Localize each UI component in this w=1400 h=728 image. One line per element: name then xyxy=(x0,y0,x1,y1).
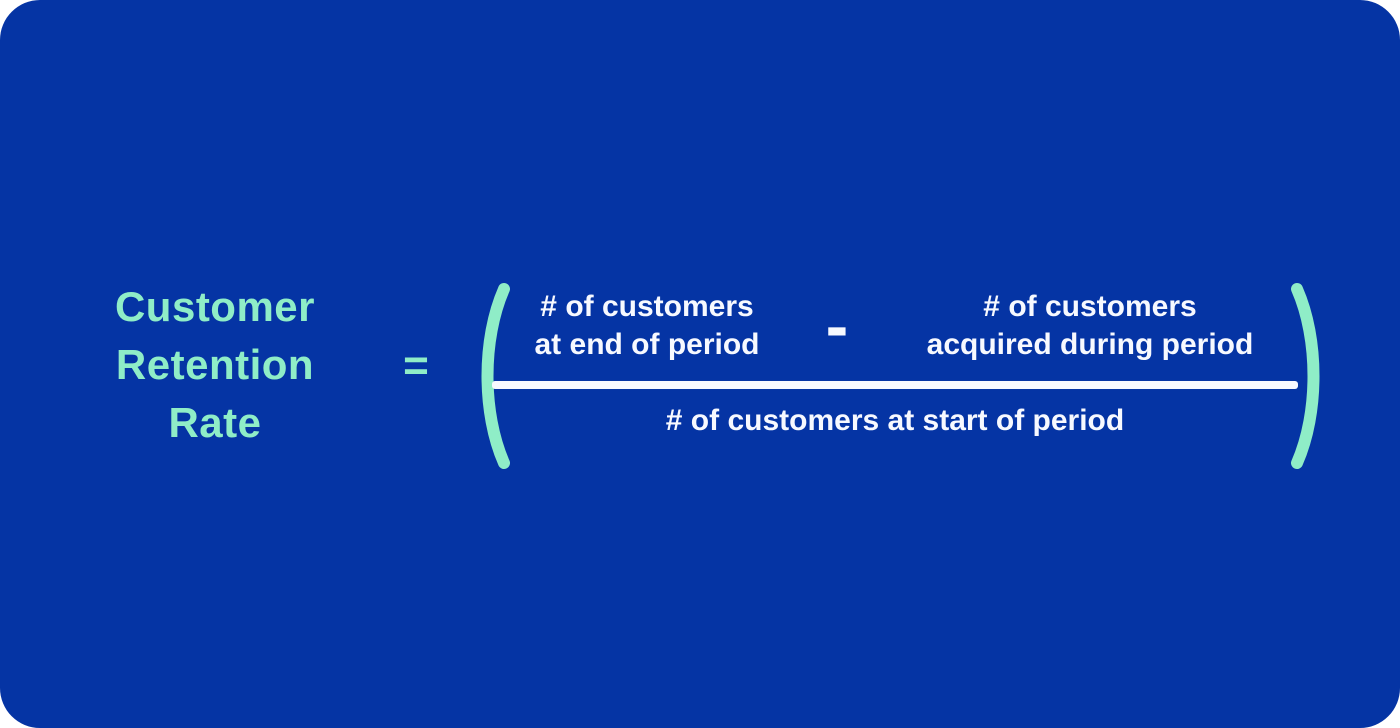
metric-title-line-2: Retention xyxy=(115,341,315,388)
numerator-left: # of customers at end of period xyxy=(497,288,797,364)
fraction-line xyxy=(492,381,1298,389)
numerator-right-line-1: # of customers xyxy=(983,290,1197,323)
numerator-left-line-2: at end of period xyxy=(534,328,760,361)
open-parenthesis-icon xyxy=(481,283,510,469)
metric-title-line-1: Customer xyxy=(114,283,316,330)
equals-sign: = xyxy=(403,341,429,390)
metric-title: Customer Retention Rate xyxy=(58,278,372,452)
numerator-right-line-2: acquired during period xyxy=(926,328,1254,361)
numerator-right: # of customers acquired during period xyxy=(905,288,1275,364)
close-parenthesis-icon xyxy=(1291,283,1320,469)
minus-sign: - xyxy=(825,288,849,364)
metric-title-line-3: Rate xyxy=(168,399,262,446)
numerator-left-line-1: # of customers xyxy=(540,290,754,323)
denominator: # of customers at start of period xyxy=(665,404,1125,437)
